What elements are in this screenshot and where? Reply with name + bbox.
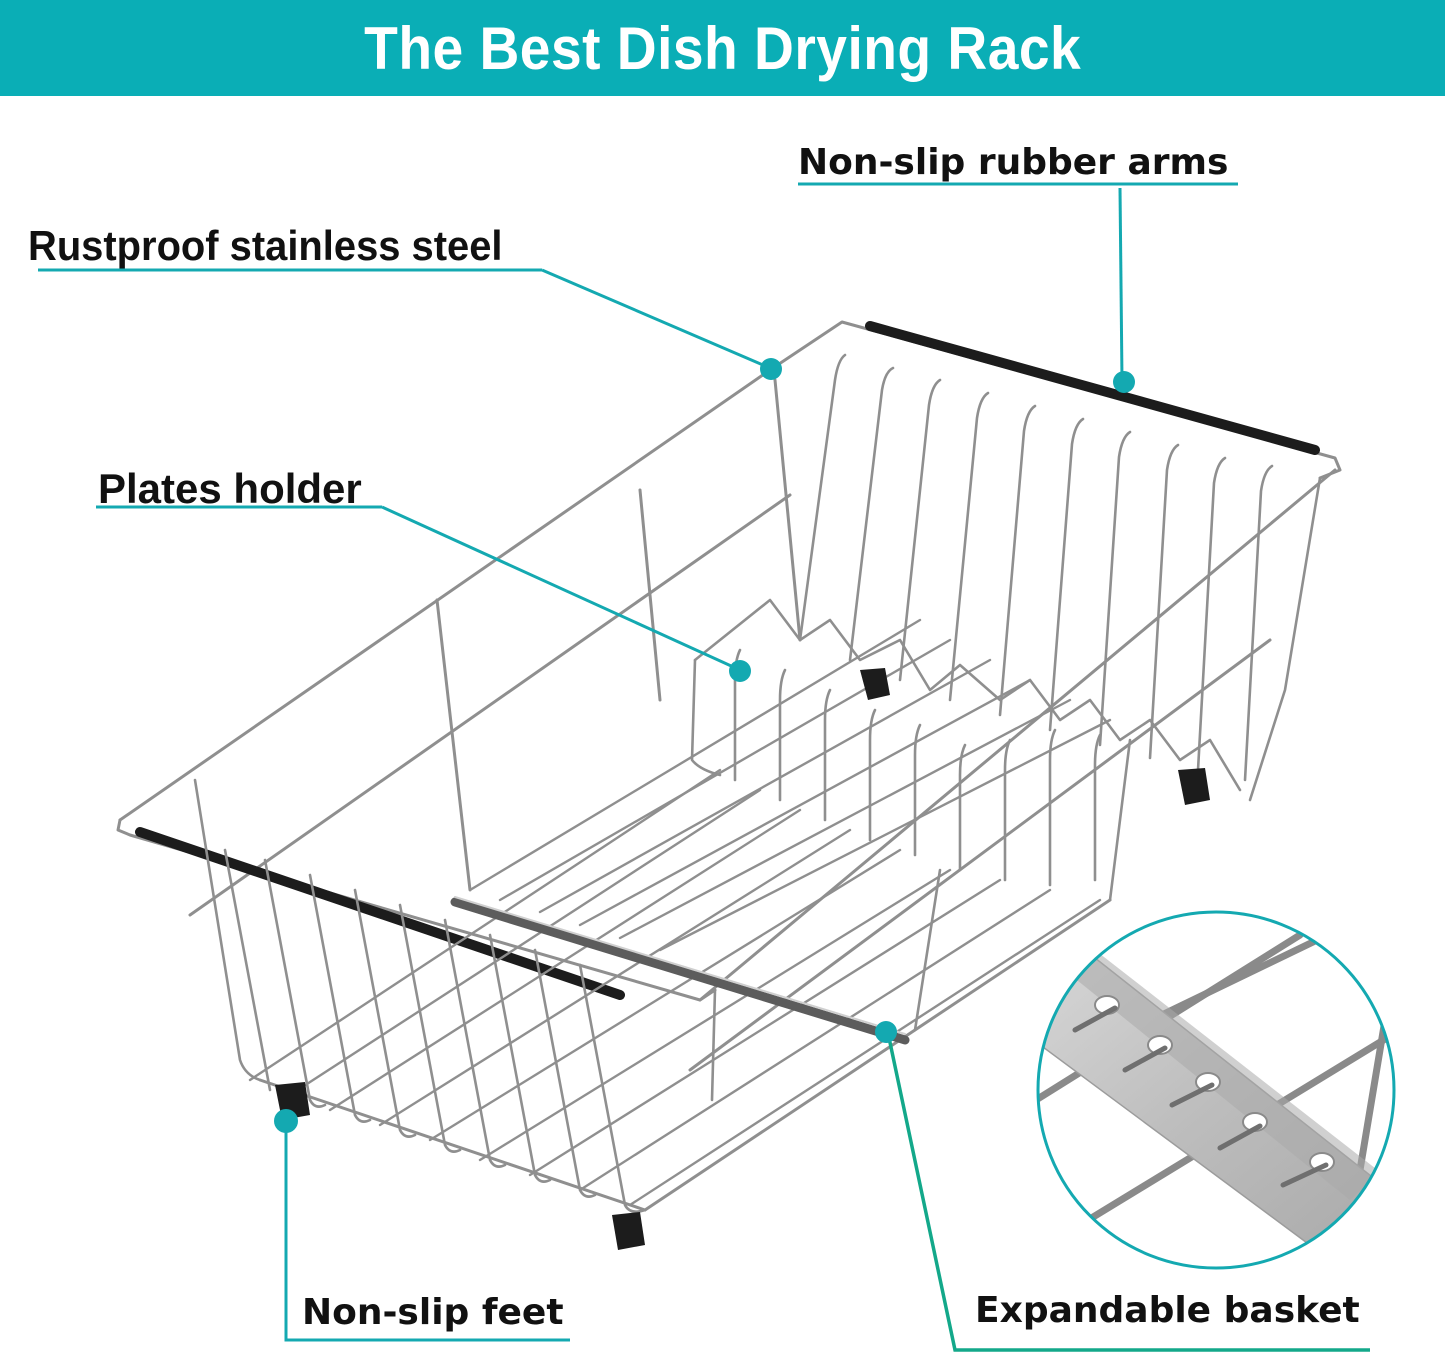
dot-expandable bbox=[875, 1021, 897, 1043]
dish-rack bbox=[116, 320, 1342, 1213]
title-banner: The Best Dish Drying Rack bbox=[0, 0, 1445, 96]
foot-back-left bbox=[860, 668, 890, 700]
rack-feet bbox=[275, 668, 1210, 1250]
dot-plates bbox=[729, 660, 751, 682]
front-rim bbox=[116, 818, 717, 1002]
back-rim bbox=[768, 320, 1342, 480]
foot-back-right bbox=[1178, 768, 1210, 805]
leader-rubber-arms bbox=[1118, 187, 1124, 381]
callout-expandable-basket: Expandable basket bbox=[975, 1290, 1360, 1331]
inset-closeup bbox=[1036, 910, 1396, 1270]
front-rubber-arm bbox=[135, 827, 625, 1000]
foot-front-right bbox=[612, 1212, 645, 1250]
callout-stainless-steel: Rustproof stainless steel bbox=[28, 222, 503, 269]
callout-plates-holder: Plates holder bbox=[98, 465, 362, 512]
plate-holder-front bbox=[690, 648, 1102, 887]
plate-holder-back bbox=[693, 598, 1242, 792]
back-rubber-arm bbox=[865, 321, 1320, 455]
callout-non-slip-feet: Non-slip feet bbox=[302, 1292, 564, 1333]
dot-rubber-arms bbox=[1113, 371, 1135, 393]
front-wires bbox=[193, 738, 1132, 1213]
leader-feet bbox=[284, 1122, 570, 1342]
dot-stainless bbox=[760, 358, 782, 380]
leader-stainless bbox=[541, 268, 771, 370]
callout-dots bbox=[274, 358, 1135, 1133]
leader-expandable bbox=[886, 1032, 1370, 1352]
dot-feet bbox=[274, 1109, 298, 1133]
callout-rubber-arms: Non-slip rubber arms bbox=[798, 142, 1229, 183]
back-wires bbox=[798, 353, 1322, 802]
leader-plates bbox=[381, 505, 741, 672]
callout-leaders bbox=[38, 182, 1238, 1342]
slide-rail bbox=[450, 897, 910, 1045]
page-title: The Best Dish Drying Rack bbox=[363, 14, 1082, 82]
inset-border bbox=[1036, 910, 1396, 1270]
